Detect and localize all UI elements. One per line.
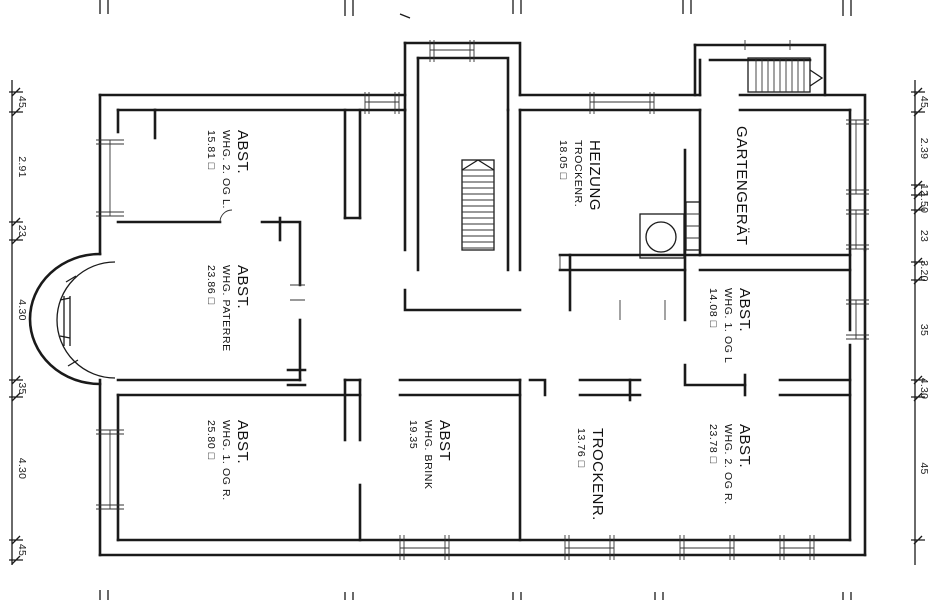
left-dimension-chain: 45 2.91 23 4.30 35 4.30 45 xyxy=(9,80,28,565)
dimension-label: 45 xyxy=(16,96,28,108)
dimension-label: 45 xyxy=(918,96,930,108)
dimension-label: 2.91 xyxy=(16,156,28,178)
dimension-label: 1.50 xyxy=(918,192,930,214)
dimension-label: 2.39 xyxy=(918,138,930,160)
top-edge-marks xyxy=(99,0,852,19)
dimension-label: 23 xyxy=(918,230,930,242)
room-name: ABST. xyxy=(736,288,753,332)
bottom-edge-marks xyxy=(99,590,852,600)
room-subtitle: WHG. 1. OG R. xyxy=(220,420,232,501)
room-subtitle: TROCKENR. xyxy=(572,140,584,207)
right-dimension-chain: 45 2.39 121.50 23 3.20 35 4.30 45 xyxy=(911,80,930,565)
room-name: ABST. xyxy=(234,420,251,464)
dimension-label: 45 xyxy=(16,544,28,556)
room-name: ABST. xyxy=(736,424,753,468)
room-subtitle: 13.76 □ xyxy=(575,428,587,468)
bay-window xyxy=(28,252,116,386)
dimension-label: 23 xyxy=(16,225,28,237)
main-staircase xyxy=(461,159,495,251)
dimension-label: 35 xyxy=(16,382,28,394)
room-subtitle: WHG. BRINK xyxy=(422,420,434,490)
room-label-abst-2og-r: ABST.WHG. 2. OG R.23.78 □ xyxy=(707,424,753,505)
room-name: ABST. xyxy=(234,130,251,174)
room-area: 18.05 □ xyxy=(557,140,569,180)
room-subtitle: WHG. 1. OG L xyxy=(722,288,734,363)
room-name: GARTENGERÄT xyxy=(733,126,750,245)
dimension-label: 12 xyxy=(918,184,930,196)
dimension-label: 4.30 xyxy=(16,299,28,321)
room-label-abst-2og-l: ABST.WHG. 2. OG L.15.81 □ xyxy=(205,130,251,209)
room-labels: ABST.WHG. 2. OG L.15.81 □ABST.WHG. PATER… xyxy=(205,126,753,521)
dimension-label: 45 xyxy=(918,462,930,474)
interior-walls xyxy=(116,108,852,542)
dimension-label: 4.30 xyxy=(16,458,28,480)
dimension-label: 4.30 xyxy=(918,378,930,400)
room-area: 23.86 □ xyxy=(205,265,217,305)
exterior-walls xyxy=(98,41,867,557)
room-subtitle: WHG. PATERRE xyxy=(220,265,232,352)
room-area: 25.80 □ xyxy=(205,420,217,460)
room-area: 15.81 □ xyxy=(205,130,217,170)
room-subtitle: WHG. 2. OG L. xyxy=(220,130,232,209)
room-name: HEIZUNG xyxy=(586,140,603,211)
room-area: 19.35 xyxy=(407,420,419,449)
dimension-label: 3.20 xyxy=(918,260,930,282)
room-area: 14.08 □ xyxy=(707,288,719,328)
room-name: TROCKENR. xyxy=(589,428,606,521)
room-label-abst-1og-r: ABST.WHG. 1. OG R.25.80 □ xyxy=(205,420,251,501)
room-label-abst-1og-l: ABST.WHG. 1. OG L14.08 □ xyxy=(707,288,753,363)
upper-staircase xyxy=(747,57,824,93)
windows xyxy=(96,40,869,560)
doors xyxy=(219,209,666,320)
room-area: 23.78 □ xyxy=(707,424,719,464)
room-name: ABST xyxy=(436,420,453,461)
room-name: ABST. xyxy=(234,265,251,309)
room-subtitle: WHG. 2. OG R. xyxy=(722,424,734,505)
room-label-gartengeraet: GARTENGERÄT xyxy=(733,126,750,245)
dimension-label: 35 xyxy=(918,324,930,336)
boiler-circle xyxy=(645,221,677,253)
chimney-flue xyxy=(639,201,701,259)
room-label-trockenr: TROCKENR.13.76 □ xyxy=(575,428,606,521)
